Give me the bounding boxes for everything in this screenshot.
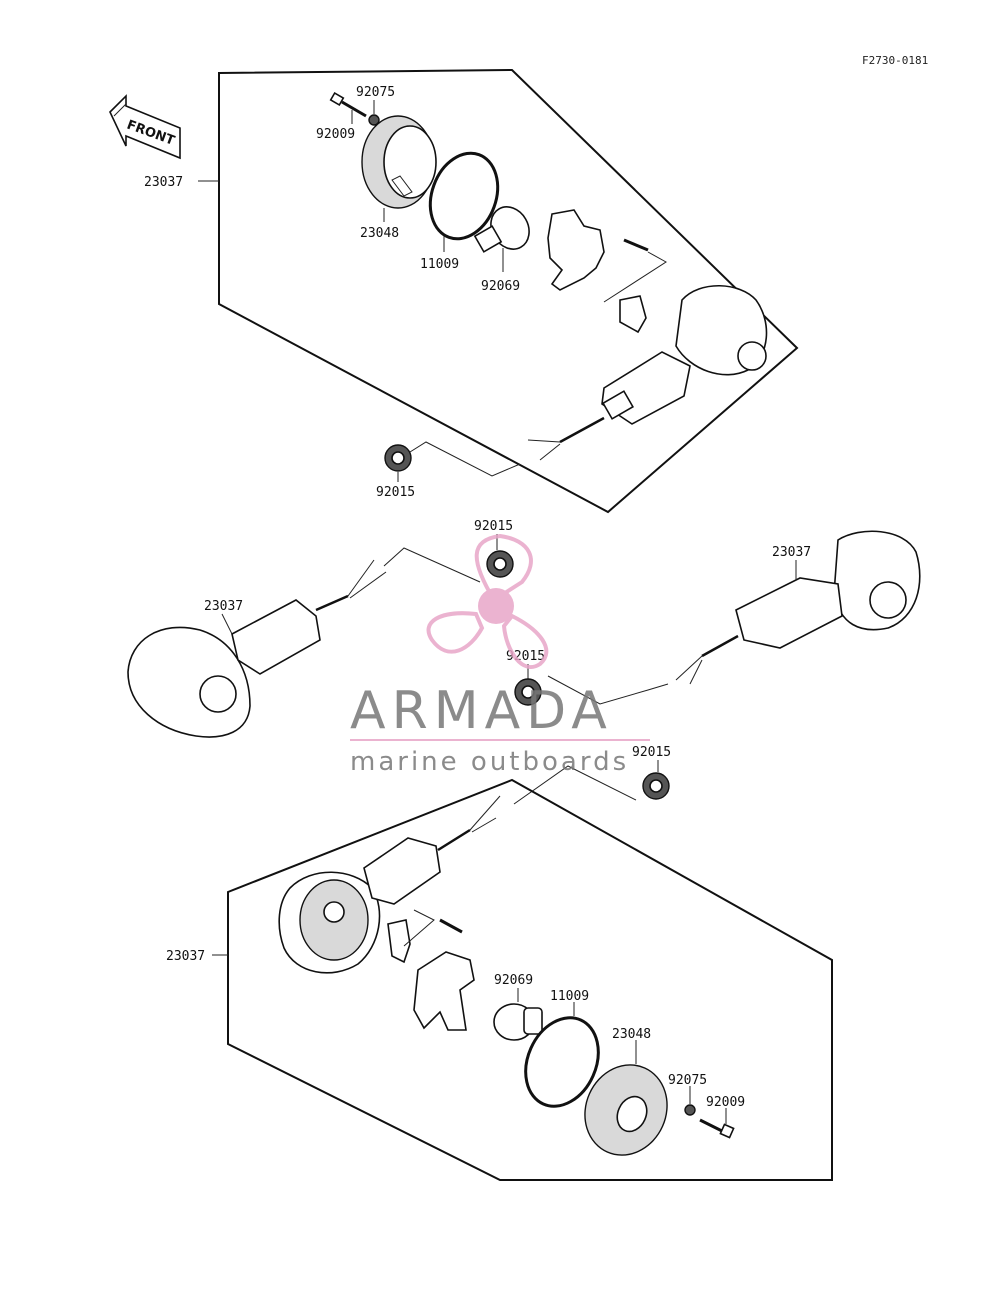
- washer-top: [368, 114, 380, 126]
- bulb-top: [473, 206, 530, 253]
- label-housing-top: 23037: [144, 175, 183, 190]
- bulb-bottom: [493, 1003, 543, 1041]
- washer-bottom: [684, 1104, 696, 1116]
- top-assembly-border: [218, 68, 799, 514]
- label-washer-bottom: 92075: [668, 1073, 707, 1088]
- label-washer-top: 92075: [356, 85, 395, 100]
- socket-bracket-top: [547, 209, 605, 291]
- bottom-assembly-border: [227, 778, 833, 1181]
- propeller-logo-icon: [426, 533, 549, 669]
- clip-top: [619, 295, 647, 334]
- label-bulb-bottom: 92069: [494, 973, 533, 988]
- nut-top: [384, 444, 412, 472]
- turn-signal-left: [127, 559, 387, 738]
- socket-bracket-bottom: [413, 951, 475, 1031]
- label-housing-left: 23037: [204, 599, 243, 614]
- label-bulb-top: 92069: [481, 279, 520, 294]
- label-nut-top: 92015: [376, 485, 415, 500]
- turn-signal-body-top: [527, 284, 768, 461]
- small-screw-bottom: [439, 918, 463, 934]
- label-screw-bottom: 92009: [706, 1095, 745, 1110]
- watermark-brand: ARMADA: [350, 681, 613, 741]
- label-lens-bottom: 23048: [612, 1027, 651, 1042]
- label-screw-top: 92009: [316, 127, 355, 142]
- screw-top: [329, 91, 367, 118]
- nut-mid-2: [514, 678, 542, 706]
- small-screw-top: [623, 238, 649, 252]
- lens-top: [361, 115, 437, 209]
- gasket-bottom: [524, 1016, 600, 1108]
- turn-signal-right: [675, 530, 921, 685]
- label-nut-mid-3: 92015: [632, 745, 671, 760]
- nut-mid-1: [486, 550, 514, 578]
- label-housing-bottom: 23037: [166, 949, 205, 964]
- label-lens-top: 23048: [360, 226, 399, 241]
- label-gasket-top: 11009: [420, 257, 459, 272]
- watermark: ARMADA marine outboards: [350, 533, 650, 777]
- turn-signal-body-bottom: [278, 795, 501, 974]
- watermark-tagline: marine outboards: [350, 747, 629, 777]
- screw-bottom: [699, 1118, 735, 1139]
- front-arrow-icon: FRONT: [109, 94, 181, 160]
- label-nut-mid-1: 92015: [474, 519, 513, 534]
- clip-bottom: [387, 919, 411, 964]
- label-housing-right: 23037: [772, 545, 811, 560]
- gasket-top: [428, 151, 500, 241]
- lens-bottom: [584, 1064, 668, 1156]
- figure-code: F2730-0181: [862, 54, 928, 67]
- label-gasket-bottom: 11009: [550, 989, 589, 1004]
- nut-mid-3: [642, 772, 670, 800]
